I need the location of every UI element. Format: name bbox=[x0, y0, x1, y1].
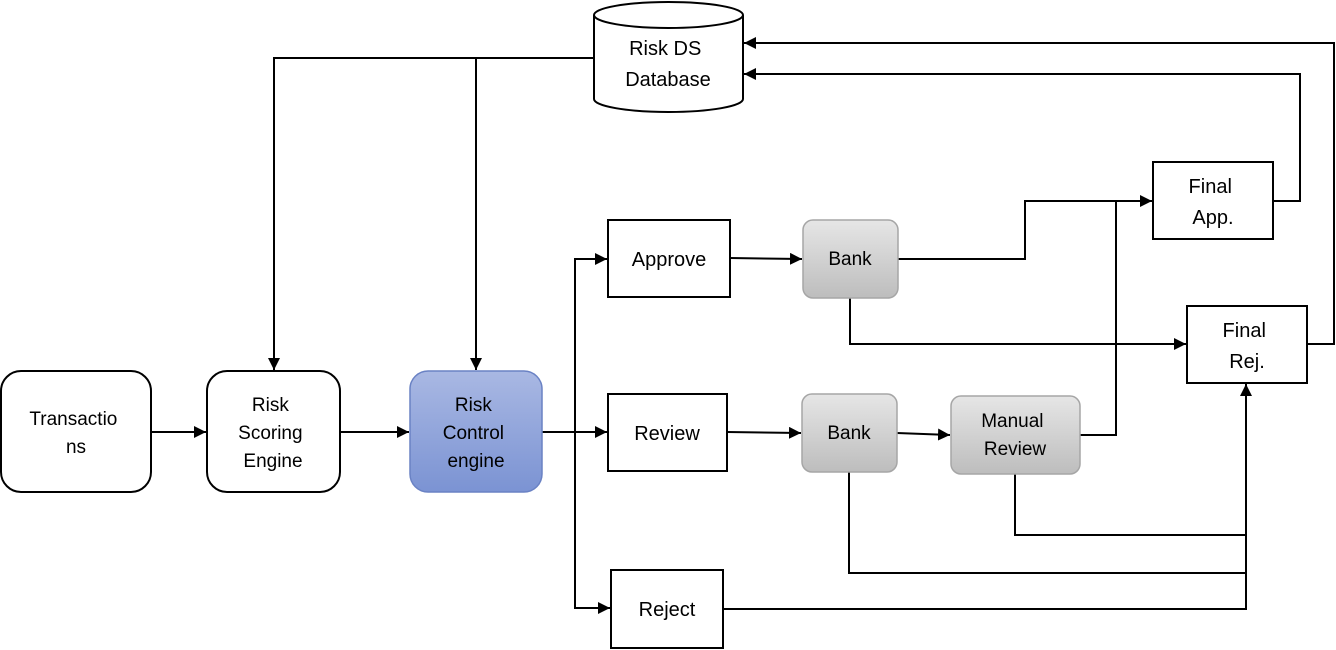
node-transactions: Transactio ns bbox=[0, 370, 152, 493]
node-risk-scoring-engine: Risk Scoring Engine bbox=[206, 370, 341, 493]
node-label-final-app: Final App. bbox=[1189, 176, 1238, 229]
label-line: Final bbox=[1223, 320, 1266, 342]
edge-control-to-reject bbox=[574, 432, 610, 614]
label-line: Database bbox=[625, 69, 711, 91]
node-bank-approve: Bank bbox=[802, 219, 899, 299]
node-label-control: Risk Control engine bbox=[443, 395, 510, 472]
edge-final-rej-to-database bbox=[744, 37, 1335, 345]
node-final-rej: Final Rej. bbox=[1186, 305, 1308, 384]
label-line: Rej. bbox=[1229, 351, 1265, 373]
label-line: Manual bbox=[981, 411, 1043, 432]
node-final-app: Final App. bbox=[1152, 161, 1274, 240]
label-line: Risk DS bbox=[629, 38, 701, 60]
node-label-final-rej: Final Rej. bbox=[1223, 320, 1272, 373]
label-line: Transactio bbox=[29, 409, 117, 430]
label-line: Review bbox=[984, 439, 1047, 460]
node-label-bank-review: Bank bbox=[827, 423, 871, 444]
edge-control-to-approve bbox=[574, 253, 607, 432]
label-line: Final bbox=[1189, 176, 1232, 198]
node-approve: Approve bbox=[607, 219, 731, 298]
node-label-manual-review: Manual Review bbox=[981, 411, 1049, 460]
node-review: Review bbox=[607, 393, 728, 472]
node-label-review: Review bbox=[634, 423, 700, 445]
edge-review-to-bank bbox=[726, 426, 802, 439]
label-line: Control bbox=[443, 423, 504, 444]
label-line: Scoring bbox=[238, 423, 302, 444]
label-line: engine bbox=[447, 451, 504, 472]
node-manual-review: Manual Review bbox=[950, 395, 1081, 475]
node-reject: Reject bbox=[610, 569, 724, 649]
node-risk-control-engine: Risk Control engine bbox=[409, 370, 543, 493]
node-label-bank-approve: Bank bbox=[828, 249, 872, 270]
label-line: ns bbox=[66, 437, 86, 458]
node-label-scoring: Risk Scoring Engine bbox=[238, 395, 308, 472]
edge-bank-review-to-manual-review bbox=[896, 428, 951, 441]
node-database: Risk DS Database bbox=[593, 1, 744, 113]
edge-reject-to-final-rej bbox=[723, 384, 1252, 610]
edges bbox=[151, 37, 1335, 614]
edge-manual-review-to-final-app bbox=[1080, 201, 1117, 436]
label-line: Risk bbox=[455, 395, 492, 416]
node-label-approve: Approve bbox=[632, 249, 707, 271]
edge-database-to-scoring bbox=[268, 57, 594, 370]
node-bank-review: Bank bbox=[801, 393, 898, 473]
node-label-database: Risk DS Database bbox=[625, 38, 711, 91]
node-label-transactions: Transactio ns bbox=[29, 409, 122, 458]
edge-final-app-to-database bbox=[744, 68, 1301, 202]
edge-manual-review-to-final-rej bbox=[1014, 474, 1246, 536]
edge-bank-review-to-final-rej bbox=[848, 472, 1246, 574]
edge-bank-approve-to-final-rej bbox=[849, 298, 1186, 350]
label-line: App. bbox=[1192, 207, 1233, 229]
edge-approve-to-bank bbox=[729, 252, 803, 265]
edge-bank-approve-to-final-app bbox=[898, 195, 1152, 260]
label-line: Risk bbox=[252, 395, 289, 416]
node-label-reject: Reject bbox=[639, 599, 696, 621]
label-line: Engine bbox=[243, 451, 302, 472]
